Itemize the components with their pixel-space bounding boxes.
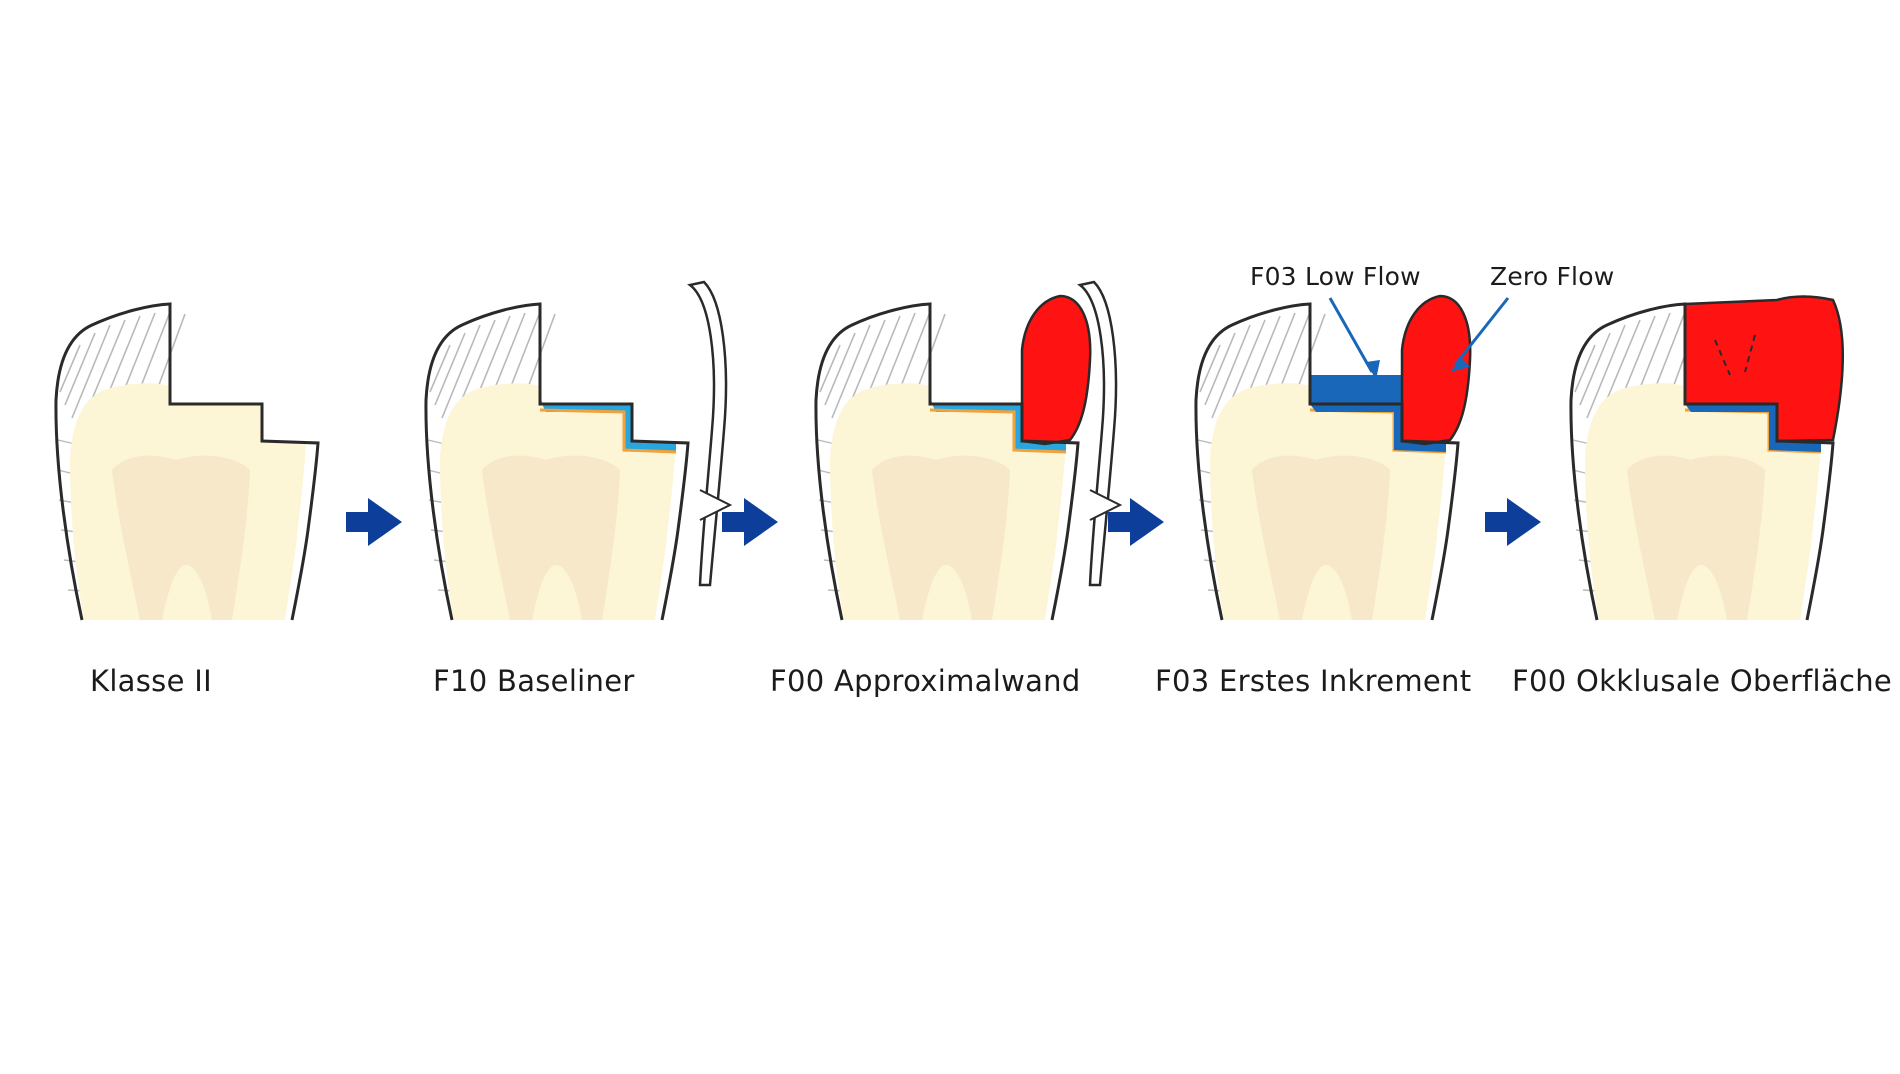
tooth-step-1 xyxy=(54,302,320,621)
tooth-step-2 xyxy=(424,280,733,621)
enamel-line xyxy=(434,332,466,406)
step-label-f00-okklusale-oberflaeche: F00 Okklusale Oberfläche xyxy=(1512,664,1893,698)
arrow-head xyxy=(1507,498,1541,546)
step-label-f03-erstes-inkrement: F03 Erstes Inkrement xyxy=(1155,664,1472,698)
arrow-shaft xyxy=(722,512,748,532)
arrow-shaft xyxy=(1485,512,1511,532)
callout-zero-flow: Zero Flow xyxy=(1490,262,1615,291)
tooth-outline xyxy=(54,302,320,621)
matrix-band xyxy=(687,280,728,587)
callout-low-flow: F03 Low Flow xyxy=(1250,262,1421,291)
arrow-shaft xyxy=(346,512,372,532)
approximal-wall xyxy=(1400,294,1472,446)
tooth-outline xyxy=(1194,302,1460,621)
step-label-klasse-ii: Klasse II xyxy=(90,664,212,698)
enamel-line xyxy=(64,332,96,406)
tooth-step-3 xyxy=(814,280,1123,621)
liner-line xyxy=(539,408,677,454)
enamel-line xyxy=(1579,332,1611,406)
arrow-shaft xyxy=(1108,512,1134,532)
enamel-line xyxy=(1586,324,1626,419)
pulp xyxy=(1627,455,1765,620)
pulp xyxy=(1252,455,1390,620)
leader-low-flow xyxy=(1328,297,1374,373)
matrix-wedge xyxy=(1089,489,1123,521)
enamel-line xyxy=(1204,332,1236,406)
pulp xyxy=(482,455,620,620)
tooth-outline xyxy=(814,302,1080,621)
enamel-line xyxy=(824,332,856,406)
enamel-line xyxy=(71,324,111,419)
tooth-outline xyxy=(424,302,690,621)
arrow-head xyxy=(1130,498,1164,546)
low-flow-increment xyxy=(1310,375,1446,452)
liner-line xyxy=(929,408,1067,454)
enamel-line xyxy=(441,324,481,419)
tooth-step-4 xyxy=(1194,294,1472,621)
occlusal-surface xyxy=(1683,295,1844,443)
enamel-line xyxy=(1199,344,1221,393)
baseliner-layer xyxy=(540,386,676,452)
approximal-wall xyxy=(1020,294,1092,446)
leader-zero-flow xyxy=(1453,297,1510,366)
tooth-step-5 xyxy=(1569,295,1844,621)
arrow-right-icon xyxy=(722,498,778,546)
arrow-right-icon xyxy=(1485,498,1541,546)
arrow-right-icon xyxy=(1108,498,1164,546)
arrow-right-icon xyxy=(346,498,402,546)
tooth-outline xyxy=(1569,302,1835,621)
matrix-wedge xyxy=(699,489,733,521)
baseliner-layer xyxy=(930,386,1066,452)
step-label-f10-baseliner: F10 Baseliner xyxy=(433,664,635,698)
arrow-head xyxy=(368,498,402,546)
enamel-line xyxy=(59,344,81,393)
callout-leaders xyxy=(1328,297,1510,380)
enamel-line xyxy=(429,344,451,393)
enamel-line xyxy=(831,324,871,419)
leader-zero-flow-head xyxy=(1450,358,1470,372)
step-label-f00-approximalwand: F00 Approximalwand xyxy=(770,664,1081,698)
enamel-line xyxy=(819,344,841,393)
pulp xyxy=(872,455,1010,620)
pulp xyxy=(112,455,250,620)
leader-low-flow-head xyxy=(1366,360,1380,380)
enamel-line xyxy=(1574,344,1596,393)
enamel-line xyxy=(1211,324,1251,419)
arrow-head xyxy=(744,498,778,546)
